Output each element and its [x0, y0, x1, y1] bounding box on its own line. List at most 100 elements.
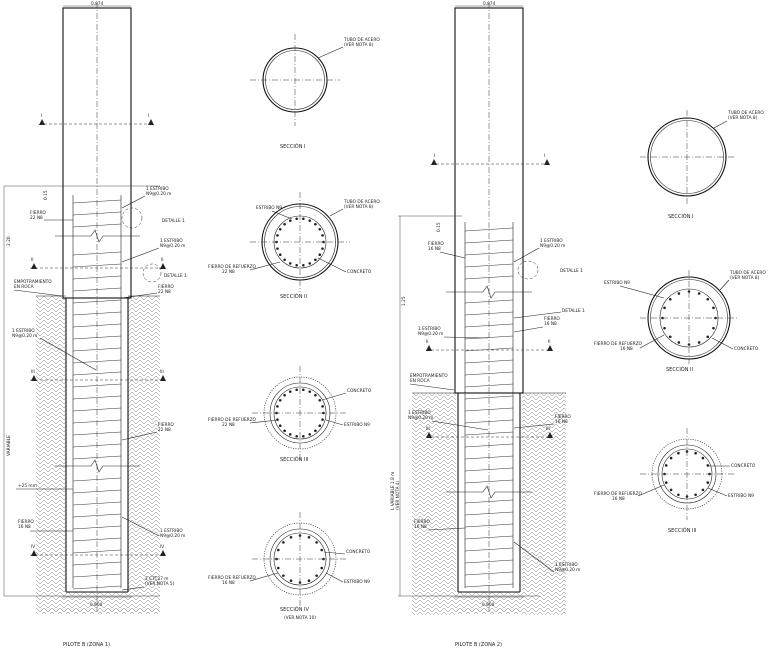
section-mark-ii-zone1: II II	[30, 257, 166, 269]
stirrup-line	[72, 489, 122, 494]
rebar-dot	[278, 253, 282, 257]
stirrup-line	[464, 359, 514, 364]
rebar-dot	[288, 262, 292, 265]
section-i-zone1: TUBO DE ACERO(VER NOTA 8) SECCIÓN I	[250, 34, 380, 150]
rebar-dot	[307, 535, 311, 539]
soil-left-zone1	[36, 296, 66, 614]
rebar-dot	[276, 566, 280, 570]
svg-text:CONCRETO: CONCRETO	[346, 549, 371, 555]
stirrup-line	[464, 251, 514, 256]
rebar-dot	[663, 306, 666, 310]
section-mark-iii-zone1: III III	[30, 369, 166, 381]
stirrup-line	[72, 335, 122, 340]
section-iii-title-zone1: SECCIÓN III	[280, 456, 308, 463]
rebar-dot	[668, 335, 672, 339]
stirrup-line	[72, 223, 122, 228]
rebar-dot	[276, 234, 279, 237]
rebar-dot	[315, 574, 318, 577]
svg-text:III: III	[546, 426, 550, 432]
stirrup-line	[72, 431, 122, 436]
stirrup-line	[72, 323, 122, 328]
rebar-dot	[321, 418, 324, 421]
rebar-dot	[283, 393, 286, 397]
stirrup-line	[464, 467, 514, 472]
svg-text:CONCRETO: CONCRETO	[347, 269, 372, 275]
svg-text:TUBO DE ACERO(VER NOTA 8): TUBO DE ACERO(VER NOTA 8)	[343, 37, 380, 48]
svg-text:I: I	[148, 113, 149, 119]
pile-zone-1: I I II II III III IV IV 0.874 0.800	[3, 1, 187, 648]
rebar-dot	[314, 429, 317, 433]
stirrup-line	[72, 501, 122, 506]
rebar-dot	[282, 574, 285, 577]
pile-title-zone2: PILOTE B (ZONA 2)	[455, 642, 502, 648]
section-ii-title-zone1: SECCIÓN II	[280, 293, 307, 300]
rebar-dot	[321, 247, 324, 250]
rebar-dot	[295, 263, 298, 267]
stirrup-line	[72, 561, 122, 566]
rebar-dot	[295, 217, 298, 221]
rebar-dot	[712, 326, 715, 330]
rebar-dot	[664, 464, 668, 467]
svg-text:ESTRIBO N9: ESTRIBO N9	[344, 579, 370, 585]
rebar-dot	[664, 481, 668, 484]
section-i-title-zone1: SECCIÓN I	[280, 143, 306, 150]
svg-text:ESTRIBO N9: ESTRIBO N9	[256, 205, 282, 211]
rebar-dot	[314, 222, 317, 226]
stirrup-line	[72, 477, 122, 482]
stirrup-line	[464, 407, 514, 412]
stirrup-line	[72, 383, 122, 388]
rebar-dot	[677, 451, 680, 455]
stirrup-line	[72, 347, 122, 352]
stirrup-line	[72, 251, 122, 256]
label-detalle-1a-zone2: DETALLE 1	[560, 268, 583, 274]
dim-lower-zone2: L VARIABLE 1.8 m(VER NOTA 4)	[390, 472, 401, 510]
dim-lower-zone1: VARIABLE	[6, 435, 12, 456]
rebar-dot	[314, 258, 317, 262]
stirrup-line	[72, 419, 122, 424]
svg-text:II: II	[548, 339, 551, 345]
section-mark-iii-zone2: III III	[426, 426, 553, 438]
rebar-dot	[320, 566, 324, 570]
rebar-dot	[706, 297, 710, 301]
rebar-dot	[668, 297, 672, 301]
svg-text:IV: IV	[31, 544, 35, 550]
rebar-dot	[295, 434, 298, 438]
section-ii-title-zone2: SECCIÓN II	[666, 366, 693, 373]
stirrup-line	[72, 513, 122, 518]
rebar-dot	[289, 579, 293, 583]
soil-left-zone2	[412, 393, 456, 615]
dim-upper-zone1: 2.20	[6, 236, 12, 246]
stirrup-line	[464, 311, 514, 316]
stirrup-line	[72, 299, 122, 304]
stirrup-line	[72, 407, 122, 412]
section-mark-ii-zone2: II II	[426, 339, 553, 351]
dim-small-zone1: 0.15	[43, 190, 49, 200]
stirrup-line	[72, 549, 122, 554]
label-detalle-1b-zone2: DETALLE 1	[562, 308, 585, 314]
stirrup-line	[464, 335, 514, 340]
rebar-dot	[307, 579, 311, 583]
stirrup-line	[464, 455, 514, 460]
rebar-dot	[697, 341, 701, 344]
rebar-dot	[276, 418, 279, 421]
stirrup-line	[464, 499, 514, 504]
rebar-dot	[302, 388, 305, 392]
rebar-dot	[288, 219, 292, 222]
rebar-dot	[701, 488, 705, 492]
svg-text:II: II	[161, 257, 164, 263]
label-25mm-zone1: +25 mm	[18, 483, 37, 489]
stirrup-line	[464, 371, 514, 376]
rebar-dot	[669, 456, 673, 460]
rebar-dot	[302, 263, 305, 267]
top-width-zone2: 0.874	[483, 1, 496, 7]
svg-text:IV: IV	[160, 544, 164, 550]
